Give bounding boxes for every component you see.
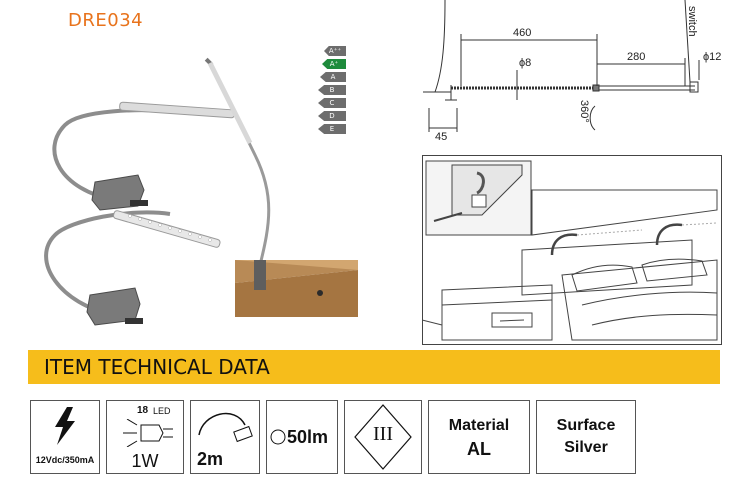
cable-length-text: 2m bbox=[197, 449, 224, 469]
spec-protection-class: III bbox=[344, 400, 422, 474]
energy-class-e: E bbox=[318, 124, 346, 134]
banner-title: ITEM TECHNICAL DATA bbox=[44, 355, 270, 379]
spec-power-supply: 12Vdc/350mA bbox=[30, 400, 100, 474]
dim-switch-diameter: ϕ12 bbox=[703, 51, 721, 63]
lumen-text: 50lm bbox=[287, 427, 329, 447]
spec-led: 18 LED 1W bbox=[106, 400, 184, 474]
lumen-circle-icon bbox=[270, 429, 286, 445]
energy-class-d: D bbox=[318, 111, 346, 121]
energy-class-c: C bbox=[318, 98, 346, 108]
dim-clamp: 45 bbox=[435, 131, 447, 140]
diamond-icon bbox=[354, 404, 412, 470]
spec-cable-length: 2m bbox=[190, 400, 260, 474]
energy-class-a: A bbox=[320, 72, 346, 82]
power-supply-text: 12Vdc/350mA bbox=[35, 455, 95, 465]
surface-value: Silver bbox=[564, 439, 608, 456]
technical-data-banner: ITEM TECHNICAL DATA bbox=[28, 350, 720, 384]
material-label: Material bbox=[448, 417, 510, 434]
energy-class-ap: A⁺ bbox=[322, 59, 346, 69]
clamp-lamps-illustration bbox=[44, 101, 236, 326]
dim-diameter: ϕ8 bbox=[519, 57, 531, 69]
energy-class-b: B bbox=[318, 85, 346, 95]
surface-label: Surface bbox=[556, 417, 616, 434]
led-label: LED bbox=[153, 406, 171, 416]
dim-length: 460 bbox=[513, 27, 531, 39]
dim-rotation: 360° bbox=[578, 100, 590, 123]
class-text: III bbox=[373, 423, 393, 445]
spec-material: Material AL bbox=[428, 400, 530, 474]
material-value: AL bbox=[467, 439, 491, 459]
bedroom-application-illustration bbox=[422, 155, 722, 345]
lamp-on-table-illustration bbox=[204, 57, 358, 317]
switch-label: switch bbox=[686, 6, 698, 37]
lightning-icon bbox=[55, 407, 75, 445]
energy-label-chart: A⁺⁺ A⁺ A B C D E bbox=[318, 46, 358, 146]
model-title: DRE034 bbox=[68, 10, 144, 31]
led-count: 18 bbox=[137, 405, 149, 416]
cable-icon bbox=[198, 412, 253, 443]
spec-lumen: 50lm bbox=[266, 400, 338, 474]
dimension-drawing: 460 ϕ8 280 ϕ12 45 switch 360° bbox=[423, 0, 721, 140]
spec-surface: Surface Silver bbox=[536, 400, 636, 474]
dim-cable: 280 bbox=[627, 51, 645, 63]
energy-class-app: A⁺⁺ bbox=[324, 46, 346, 56]
wattage-text: 1W bbox=[131, 451, 159, 471]
led-bulb-icon bbox=[123, 419, 173, 447]
